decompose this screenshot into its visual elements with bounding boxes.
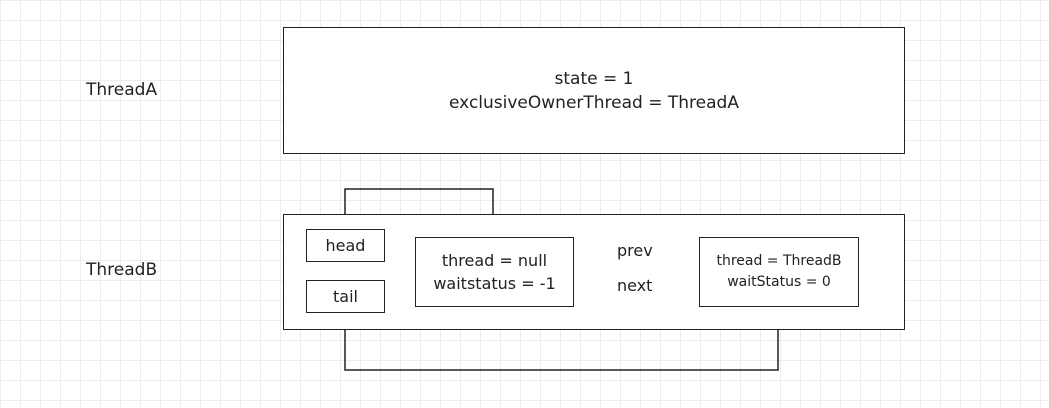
head-label: head — [325, 236, 366, 255]
tail-pointer-arrow — [344, 308, 783, 371]
tail-pointer-box: tail — [306, 280, 385, 313]
tail-node-thread: thread = ThreadB — [716, 253, 842, 269]
sync-state-box: state = 1 exclusiveOwnerThread = ThreadA — [283, 27, 905, 154]
tail-node-waitstatus: waitStatus = 0 — [727, 274, 831, 290]
head-node-waitstatus: waitstatus = -1 — [433, 274, 556, 293]
tail-node: thread = ThreadB waitStatus = 0 — [699, 237, 859, 307]
state-text: state = 1 — [554, 68, 634, 89]
head-node: thread = null waitstatus = -1 — [415, 237, 574, 307]
head-pointer-box: head — [306, 229, 385, 262]
thread-b-label: ThreadB — [86, 260, 158, 280]
tail-label: tail — [333, 287, 358, 306]
exclusive-owner-text: exclusiveOwnerThread = ThreadA — [449, 92, 739, 113]
next-label: next — [615, 276, 655, 295]
prev-label: prev — [615, 241, 655, 260]
head-pointer-arrow — [344, 188, 498, 236]
head-node-thread: thread = null — [441, 251, 548, 270]
thread-a-label: ThreadA — [86, 80, 158, 100]
